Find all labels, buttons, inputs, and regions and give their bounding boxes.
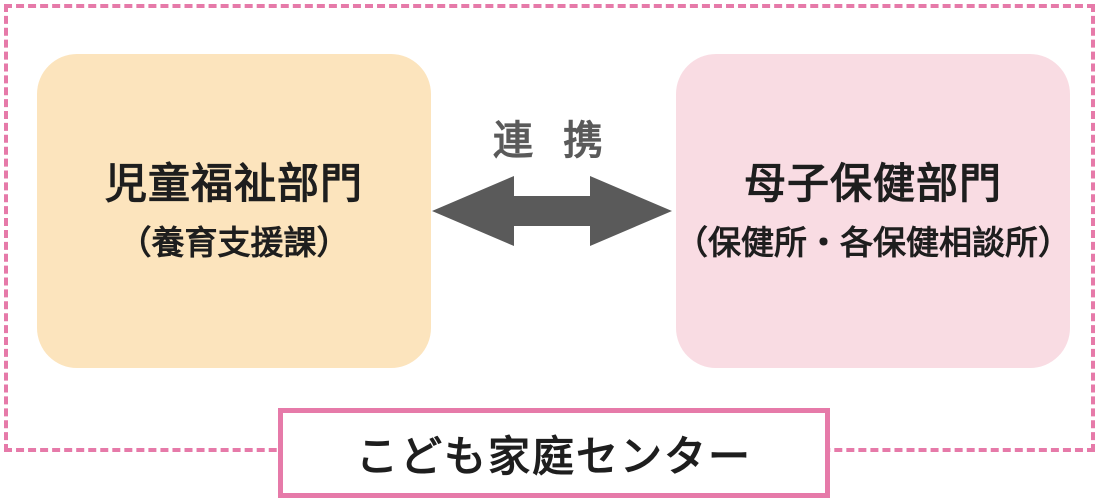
child-welfare-division-subtitle: （養育支援課） [118,223,350,263]
double-headed-arrow-shape [432,176,672,246]
childrens-family-center-label: こども家庭センター [278,408,830,498]
child-welfare-division-box: 児童福祉部門 （養育支援課） [37,54,431,368]
double-headed-arrow-icon [432,176,672,246]
child-welfare-division-title: 児童福祉部門 [104,159,363,208]
link-label: 連 携 [493,118,611,164]
maternal-child-health-division-subtitle: （保健所・各保健相談所） [675,223,1071,263]
maternal-child-health-division-title: 母子保健部門 [743,159,1002,208]
maternal-child-health-division-box: 母子保健部門 （保健所・各保健相談所） [675,54,1071,368]
